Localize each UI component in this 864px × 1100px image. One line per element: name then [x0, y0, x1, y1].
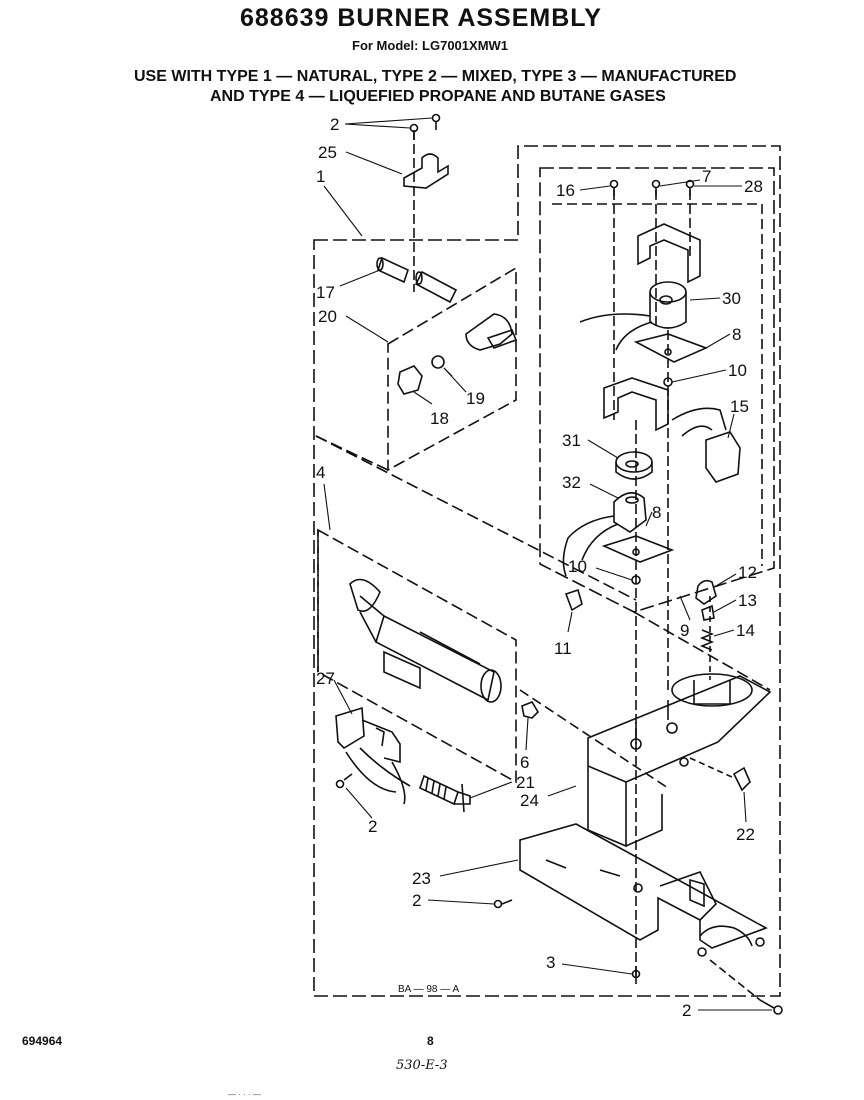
handwritten-note: 530-E-3 [396, 1058, 448, 1073]
mounting-plate-part [601, 535, 675, 563]
valve-bracket-part [603, 377, 669, 432]
valve-handle-part [486, 329, 518, 349]
projection-line [315, 435, 637, 601]
orifice-connect-line [315, 435, 389, 471]
callout-18: 18 [430, 409, 449, 428]
page-title: 688639 BURNER ASSEMBLY [240, 4, 602, 32]
callout-6: 6 [520, 753, 529, 772]
callout-9: 9 [680, 621, 689, 640]
callout-16: 16 [556, 181, 575, 200]
valve-coil-part [613, 492, 647, 533]
igniter-wire [345, 751, 397, 793]
callout-27: 27 [316, 669, 335, 688]
igniter-bracket-part [335, 706, 365, 750]
terminal-wire [671, 407, 727, 431]
callout-2-bracket: 2 [412, 891, 421, 910]
mounting-plate-part [633, 333, 709, 363]
clamp-part [403, 153, 449, 189]
callout-labels: 2 25 1 16 7 28 17 20 30 8 10 15 19 18 31… [316, 115, 763, 1020]
document-number: 694964 [22, 1034, 63, 1048]
coil-wire [562, 515, 615, 577]
spring-part [699, 629, 715, 651]
callout-25: 25 [318, 143, 337, 162]
screw-icon [651, 179, 661, 196]
valve-inner-outline [552, 203, 763, 566]
terminal-block-part [705, 431, 741, 483]
assembly-outline [313, 145, 781, 997]
terminal-wire [681, 425, 713, 437]
screw-icon [431, 113, 441, 130]
callout-28: 28 [744, 177, 763, 196]
coil-wire [579, 313, 651, 323]
callout-15: 15 [730, 397, 749, 416]
callout-7: 7 [702, 167, 711, 186]
burner-tube-part [375, 614, 495, 702]
coil-wire [615, 321, 653, 351]
callout-19: 19 [466, 389, 485, 408]
burner-bracket-part [383, 650, 421, 690]
callout-11: 11 [554, 639, 572, 658]
callout-23: 23 [412, 869, 431, 888]
cap-part [695, 579, 717, 605]
burner-tube-part [349, 578, 381, 612]
callout-10-lower: 10 [568, 557, 587, 576]
screw-icon [759, 999, 783, 1015]
gas-valve-body [587, 675, 772, 783]
screw-icon [685, 179, 695, 196]
pipe-part [414, 270, 458, 304]
callout-21: 21 [516, 773, 535, 792]
callout-22: 22 [736, 825, 755, 844]
hex-nut-part [397, 365, 423, 395]
callout-24: 24 [520, 791, 539, 810]
connector-part [564, 588, 583, 612]
callout-4: 4 [316, 463, 325, 482]
leader-lines [323, 117, 772, 1011]
screw-icon [493, 899, 513, 909]
callout-12: 12 [738, 563, 757, 582]
orifice-group-outline [387, 266, 517, 472]
callout-32: 32 [562, 473, 581, 492]
callout-31: 31 [562, 431, 581, 450]
elbow-fitting-part [732, 766, 751, 792]
spud-part [431, 355, 445, 369]
screw-icon [609, 179, 619, 196]
model-line: For Model: LG7001XMW1 [352, 38, 509, 53]
burner-orifice-part [521, 701, 540, 719]
coil-bracket-part [637, 223, 701, 284]
projection-line [633, 611, 771, 691]
igniter-wire [391, 761, 406, 805]
mounting-bracket-part [519, 823, 768, 949]
callout-8-lower: 8 [652, 503, 661, 522]
regulator-dome [671, 673, 753, 707]
gas-type-line-2: AND TYPE 4 — LIQUEFIED PROPANE AND BUTAN… [210, 88, 666, 105]
coil-wire [581, 523, 619, 561]
callout-14: 14 [736, 621, 755, 640]
callout-1: 1 [316, 167, 325, 186]
corner-mark: — · · · — [228, 1090, 261, 1099]
callout-30: 30 [722, 289, 741, 308]
valve-group-outline [539, 167, 775, 613]
callout-3: 3 [546, 953, 555, 972]
screw-icon [335, 773, 353, 789]
callout-2: 2 [330, 115, 339, 134]
screw-icon [631, 966, 641, 984]
drawing-code: BA — 98 — A [398, 984, 459, 995]
callout-17: 17 [316, 283, 335, 302]
callout-13: 13 [738, 591, 757, 610]
callout-20: 20 [318, 307, 337, 326]
plug-part [701, 604, 715, 621]
callout-10: 10 [728, 361, 747, 380]
orifice-fitting-part [465, 313, 513, 351]
coil-part [615, 451, 653, 473]
callout-2-igniter: 2 [368, 817, 377, 836]
page-number: 8 [427, 1034, 434, 1048]
screw-icon [409, 123, 419, 140]
igniter-wire [359, 747, 411, 787]
pipe-nipple-part [377, 256, 409, 284]
gas-type-line-1: USE WITH TYPE 1 — NATURAL, TYPE 2 — MIXE… [134, 68, 737, 85]
callout-8: 8 [732, 325, 741, 344]
callout-2-bottom: 2 [682, 1001, 691, 1020]
burner-group-outline [317, 528, 517, 784]
